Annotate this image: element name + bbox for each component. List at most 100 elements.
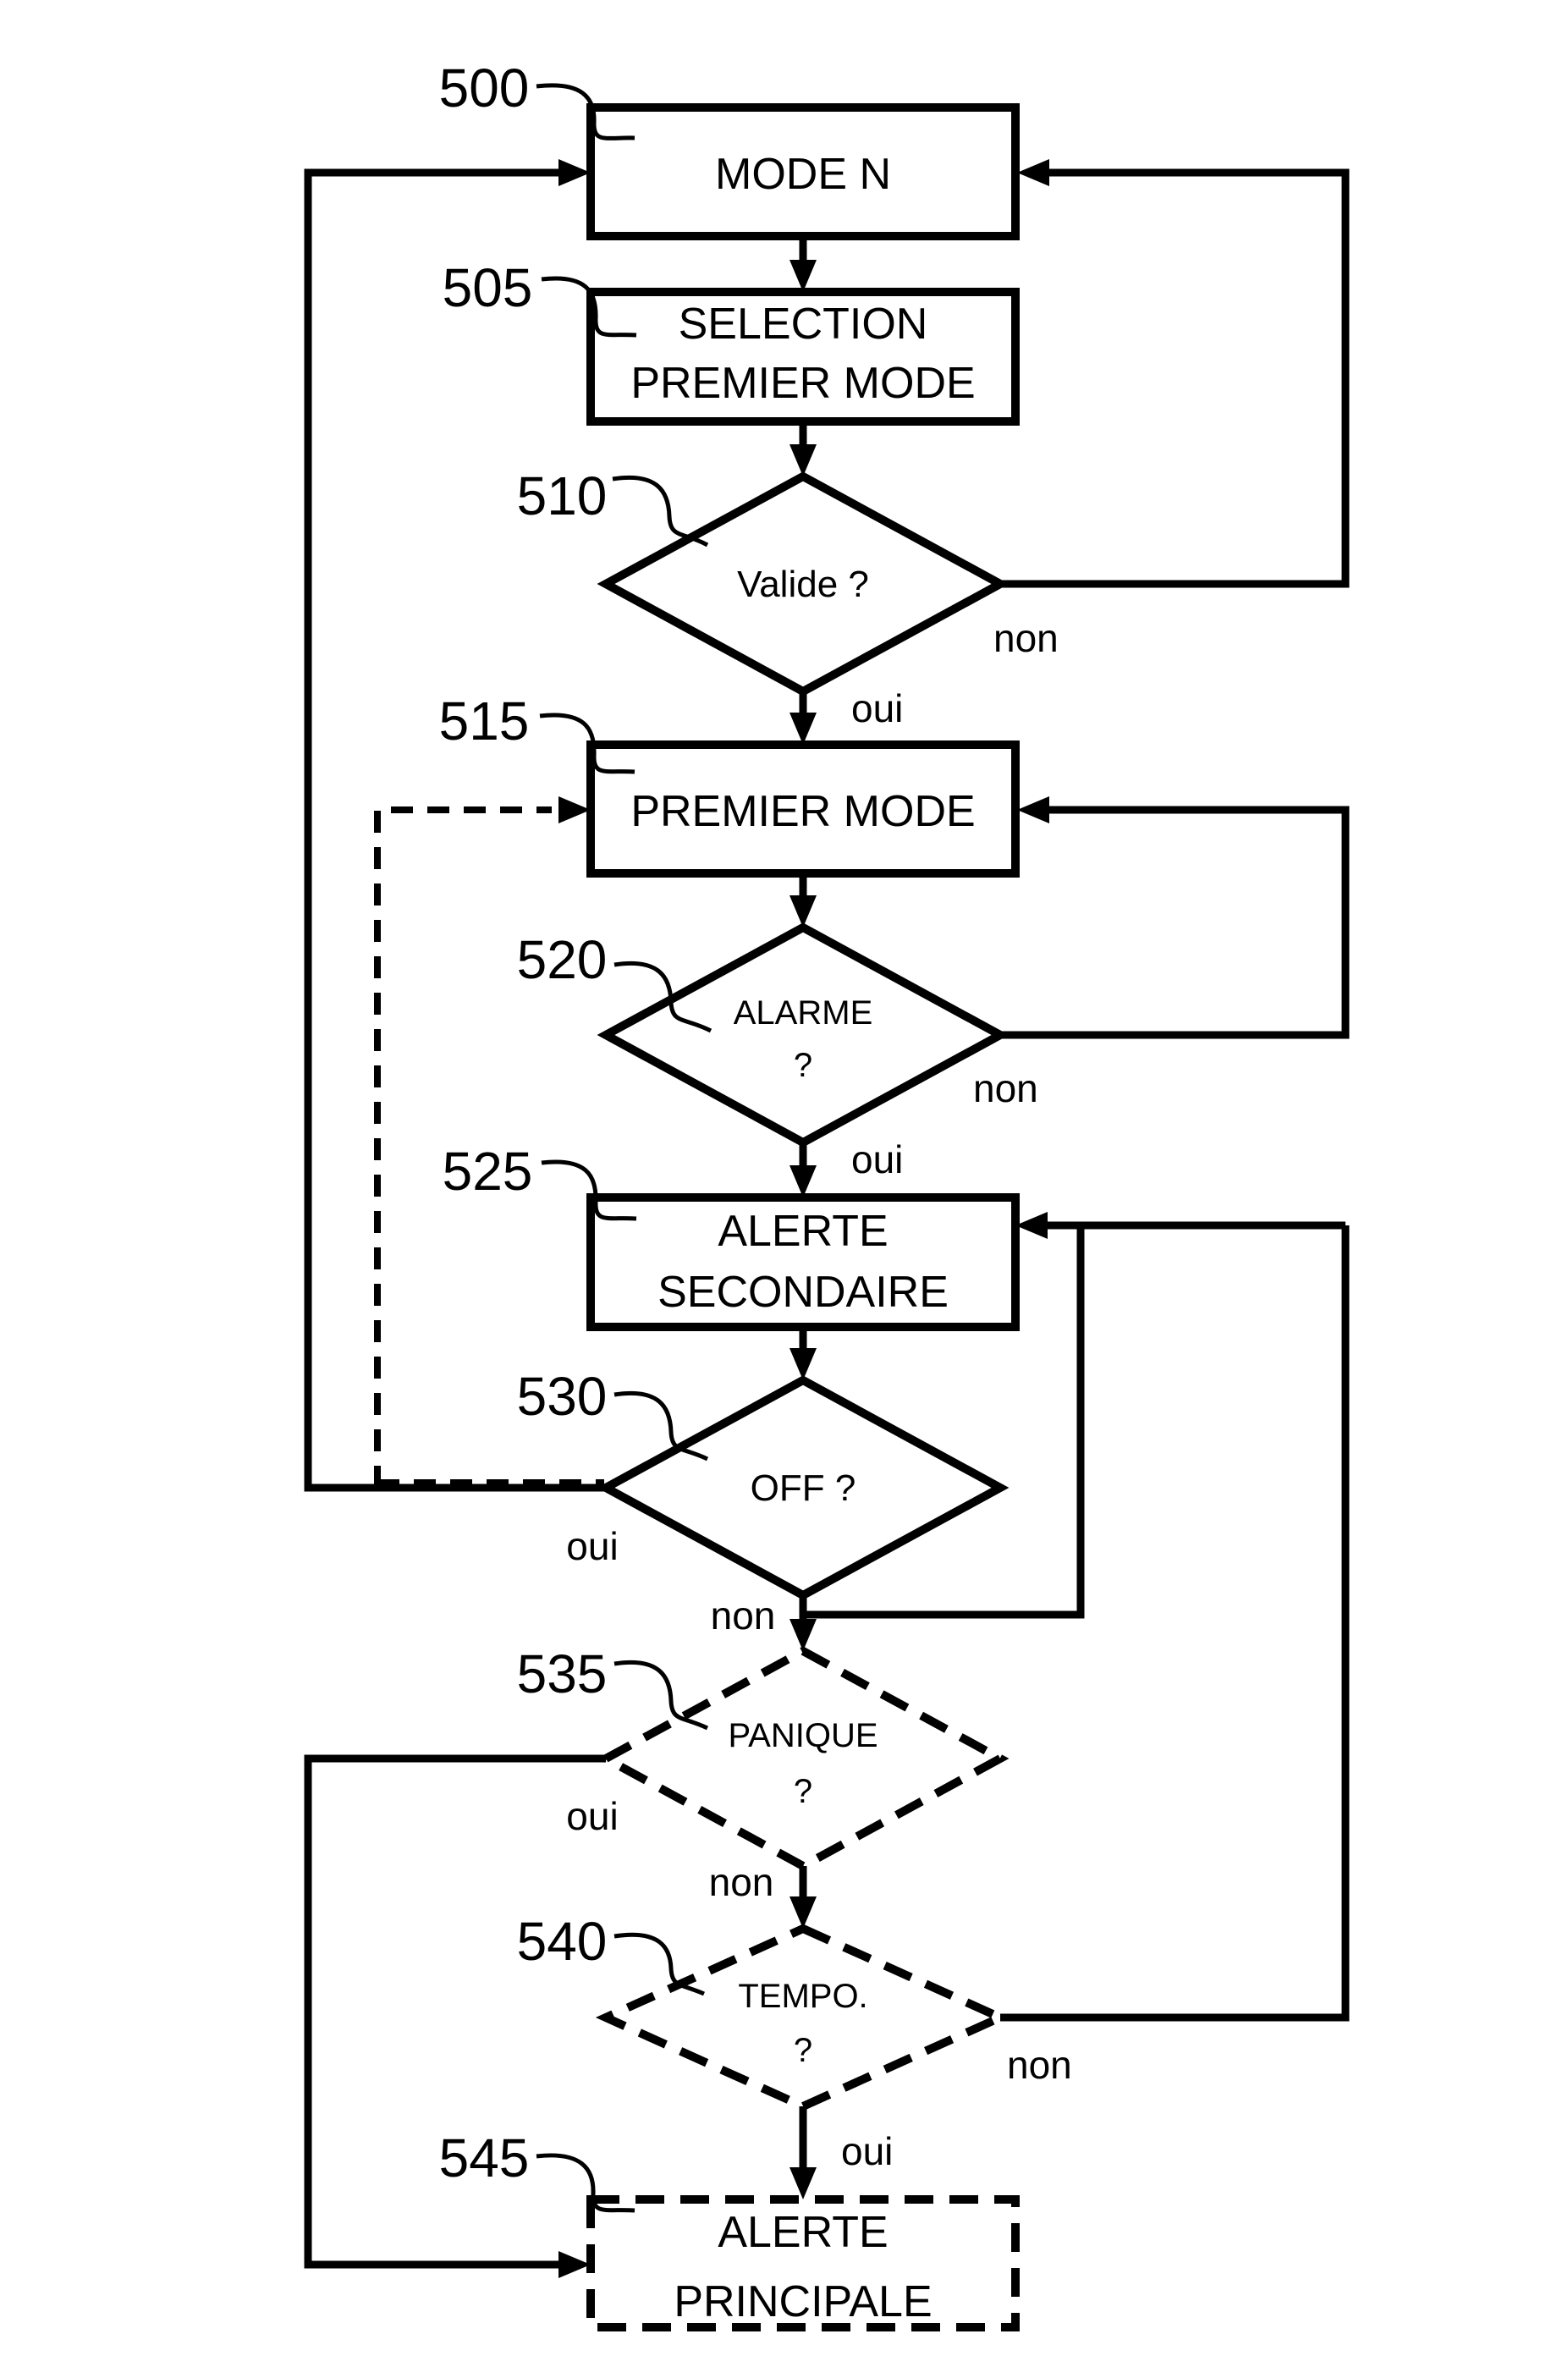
- edge-panique-oui-to-alerte-principale: [304, 1754, 606, 2278]
- node-premier-mode: PREMIER MODE: [586, 740, 1020, 878]
- edge-tempo-non-loop: [1000, 1225, 1350, 2022]
- arrowhead-down-icon: [790, 2167, 817, 2199]
- arrowhead-down-icon: [790, 713, 817, 745]
- leader-line-510: [612, 475, 709, 548]
- branch-label-panique-oui: oui: [566, 1794, 618, 1838]
- node-selection-premier-mode-box: [586, 288, 1020, 426]
- arrowhead-down-icon: [790, 1348, 817, 1380]
- node-alerte-secondaire-label-line2: SECONDAIRE: [657, 1268, 949, 1317]
- branch-label-valide-non: non: [993, 616, 1059, 660]
- node-alerte-principale-box: [586, 2195, 1020, 2331]
- branch-label-off-oui: oui: [566, 1524, 618, 1568]
- edge-line: [304, 168, 606, 1492]
- node-tempo-label-line1: TEMPO.: [738, 1978, 867, 2015]
- edge-selection-to-valide: [790, 421, 817, 476]
- branch-label-tempo-non: non: [1007, 2043, 1072, 2087]
- arrowhead-down-icon: [790, 895, 817, 928]
- arrowhead-down-icon: [790, 444, 817, 476]
- node-off-label: OFF ?: [751, 1467, 856, 1509]
- ref-label-520: 520: [517, 929, 608, 990]
- edge-premier-mode-to-alarme: [790, 873, 817, 928]
- node-alerte-principale-label-line2: PRINCIPALE: [674, 2277, 932, 2326]
- edge-valide-oui-to-premier-mode: [790, 691, 817, 745]
- edge-valide-non-to-mode-n: [1000, 159, 1350, 588]
- leader-line-525: [541, 1159, 637, 1221]
- node-alarme-label-line2: ?: [794, 1047, 812, 1084]
- node-panique-label-line2: ?: [794, 1773, 812, 1810]
- leader-line-535: [613, 1660, 709, 1731]
- node-alarme-label-line1: ALARME: [734, 994, 873, 1032]
- branch-label-alarme-non: non: [973, 1066, 1038, 1110]
- edge-off-oui-to-mode-n: [304, 159, 606, 1492]
- node-alarme-diamond: [597, 922, 1010, 1148]
- node-off: OFF ?: [597, 1375, 1010, 1600]
- node-valide-label: Valide ?: [737, 564, 869, 605]
- node-valide-diamond: [597, 471, 1010, 696]
- edge-line: [1000, 806, 1350, 1039]
- node-tempo: TEMPO. ?: [595, 1924, 1011, 2111]
- node-mode-n: MODE N: [586, 103, 1020, 240]
- leader-line-505: [541, 276, 637, 338]
- node-premier-mode-label: PREMIER MODE: [630, 787, 975, 836]
- edge-panique-non-to-tempo: [790, 1866, 817, 1929]
- leader-line-520: [613, 961, 712, 1033]
- node-tempo-diamond: [595, 1924, 1011, 2111]
- branch-label-alarme-oui: oui: [851, 1137, 903, 1181]
- leader-line-530: [613, 1390, 709, 1461]
- ref-label-510: 510: [517, 465, 608, 526]
- node-premier-mode-box: [586, 740, 1020, 878]
- ref-label-515: 515: [439, 691, 530, 751]
- edge-line: [1000, 168, 1350, 588]
- branch-label-panique-non: non: [709, 1860, 774, 1904]
- arrowhead-down-icon: [790, 1619, 817, 1651]
- arrowhead-down-icon: [790, 260, 817, 292]
- ref-label-540: 540: [517, 1911, 608, 1972]
- arrowhead-down-icon: [790, 1165, 817, 1197]
- edge-loop-into-alerte-secondaire: [1015, 1212, 1345, 1239]
- ref-label-500: 500: [439, 58, 530, 118]
- ref-label-530: 530: [517, 1366, 608, 1427]
- node-panique: PANIQUE ?: [597, 1646, 1010, 1871]
- branch-label-tempo-oui: oui: [841, 2129, 893, 2173]
- node-off-diamond: [597, 1375, 1010, 1600]
- edge-branch-line: [803, 1225, 1085, 1619]
- arrowhead-right-icon: [558, 796, 591, 823]
- arrowhead-left-icon: [1017, 159, 1049, 186]
- arrowhead-left-icon: [1015, 1212, 1048, 1239]
- node-selection-premier-mode-label-line2: PREMIER MODE: [630, 359, 975, 408]
- leader-line-500: [536, 83, 635, 140]
- leader-line-540: [613, 1932, 705, 1996]
- node-mode-n-label: MODE N: [715, 150, 891, 199]
- node-alerte-principale-label-line1: ALERTE: [718, 2208, 888, 2257]
- edge-tempo-oui-to-alerte-principale: [790, 2106, 817, 2199]
- ref-label-535: 535: [517, 1643, 608, 1704]
- node-alerte-principale: ALERTE PRINCIPALE: [586, 2195, 1020, 2331]
- node-tempo-label-line2: ?: [794, 2032, 812, 2069]
- arrowhead-left-icon: [1017, 796, 1049, 823]
- node-alerte-secondaire-label-line1: ALERTE: [718, 1207, 888, 1256]
- arrowhead-right-icon: [558, 2251, 591, 2278]
- ref-label-505: 505: [443, 257, 533, 318]
- ref-label-545: 545: [439, 2128, 530, 2188]
- arrowhead-right-icon: [558, 159, 591, 186]
- edge-alerte-secondaire-to-off: [790, 1327, 817, 1380]
- leader-line-545: [536, 2153, 635, 2213]
- node-alarme: ALARME ?: [597, 922, 1010, 1148]
- node-panique-label-line1: PANIQUE: [728, 1717, 878, 1754]
- node-selection-premier-mode: SELECTION PREMIER MODE: [586, 288, 1020, 426]
- edge-line: [304, 1754, 606, 2269]
- edge-alarme-non-to-premier-mode: [1000, 796, 1350, 1039]
- edge-line: [374, 806, 552, 1488]
- edge-mode-n-to-selection: [790, 236, 817, 292]
- node-alerte-secondaire-box: [586, 1193, 1020, 1331]
- node-panique-diamond: [597, 1646, 1010, 1871]
- node-alerte-secondaire: ALERTE SECONDAIRE: [586, 1193, 1020, 1331]
- branch-label-valide-oui: oui: [851, 686, 903, 730]
- branch-label-off-non: non: [711, 1594, 776, 1638]
- leader-line-515: [539, 713, 635, 774]
- edge-line: [1000, 1225, 1350, 2022]
- edge-alarme-oui-to-alerte-secondaire: [790, 1142, 817, 1197]
- ref-label-525: 525: [443, 1141, 533, 1202]
- edge-dashed-return-to-premier-mode: [374, 796, 604, 1488]
